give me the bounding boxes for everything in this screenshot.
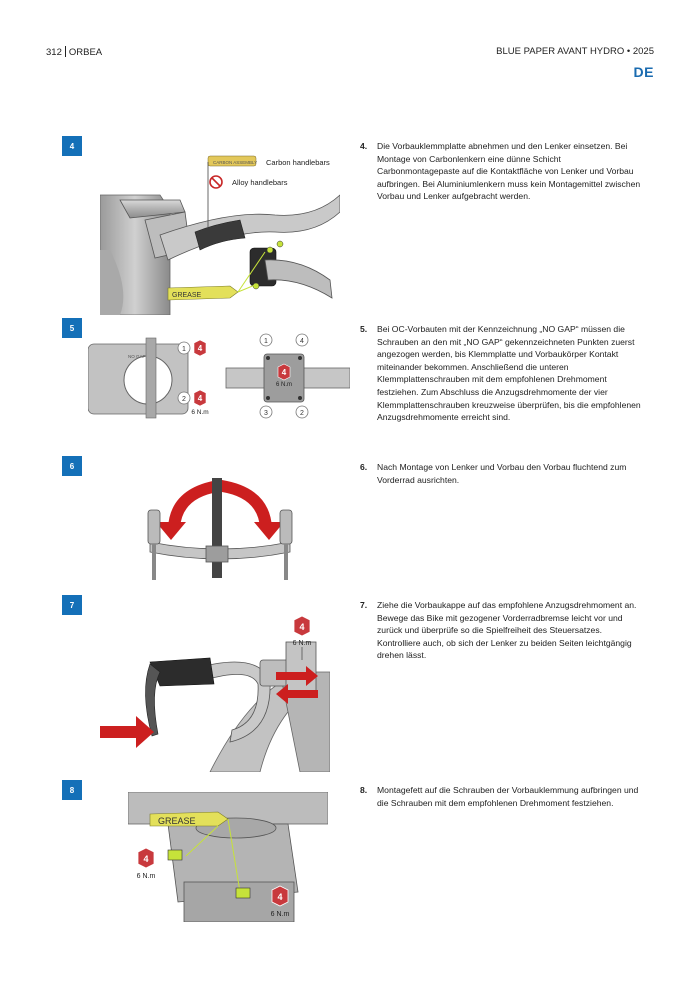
page-number: 312	[46, 47, 62, 58]
step-5-bolt-2-side: 2	[182, 396, 186, 403]
step-4-tube-label: CARBON ASSEMBLY	[213, 160, 257, 165]
step-7-text: 7. Ziehe die Vorbaukappe auf das empfohl…	[360, 599, 642, 662]
step-4-number: 4.	[360, 141, 368, 151]
step-7-badge: 7	[62, 595, 82, 615]
step-4-illustration: GREASE CARBON ASSEMBLY Carbon handlebars…	[100, 155, 340, 315]
step-5-bolt-4-front: 4	[300, 338, 304, 345]
language-code: DE	[633, 64, 654, 80]
step-8-grease-label: GREASE	[158, 816, 196, 826]
step-7-description: Ziehe die Vorbaukappe auf das empfohlene…	[377, 600, 637, 661]
step-5-bolt-2-front: 2	[300, 410, 304, 417]
step-5-text: 5. Bei OC-Vorbauten mit der Kennzeichnun…	[360, 323, 642, 424]
step-4-text: 4. Die Vorbauklemmplatte abnehmen und de…	[360, 140, 642, 203]
step-4-alloy-label: Alloy handlebars	[232, 178, 288, 187]
step-4-badge: 4	[62, 136, 82, 156]
header-divider	[64, 46, 66, 57]
step-5-torque-top: 4	[198, 344, 203, 353]
step-4-description: Die Vorbauklemmplatte abnehmen und den L…	[377, 141, 641, 202]
step-5-torque-unit-left: 6 N.m	[191, 409, 208, 416]
step-8-torque-value-left: 4	[143, 854, 148, 864]
step-7-illustration: 4 6 N.m	[100, 615, 330, 772]
step-6-number: 6.	[360, 462, 368, 472]
step-5-description: Bei OC-Vorbauten mit der Kennzeichnung „…	[377, 324, 641, 423]
page-header-left: 312 ORBEA	[46, 46, 102, 58]
step-8-illustration: GREASE 4 6 N.m 4 6 N.m	[128, 792, 328, 922]
step-8-torque-unit-right: 6 N.m	[271, 911, 290, 918]
step-4-carbon-label: Carbon handlebars	[266, 158, 330, 167]
step-5-nogap-mark: NO GAP	[128, 354, 146, 359]
step-7-torque-unit: 6 N.m	[293, 640, 312, 647]
step-5-number: 5.	[360, 324, 368, 334]
step-7-torque-value: 4	[299, 622, 304, 632]
step-4-grease-label: GREASE	[172, 292, 202, 299]
step-8-number: 8.	[360, 785, 368, 795]
step-5-bolt-3-front: 3	[264, 410, 268, 417]
step-6-description: Nach Montage von Lenker und Vorbau den V…	[377, 462, 627, 485]
step-6-illustration	[147, 478, 293, 580]
step-5-illustration: NO GAP 1 4 2 4 6 N.m 4 6 N.m 1 4 3 2	[88, 333, 350, 419]
brand-name: ORBEA	[68, 47, 103, 58]
step-6-badge: 6	[62, 456, 82, 476]
step-8-badge: 8	[62, 780, 82, 800]
step-7-number: 7.	[360, 600, 368, 610]
step-5-torque-front: 4	[282, 368, 287, 377]
step-5-bolt-1-front: 1	[264, 338, 268, 345]
step-8-description: Montagefett auf die Schrauben der Vorbau…	[377, 785, 639, 808]
step-5-badge: 5	[62, 318, 82, 338]
step-8-torque-value-right: 4	[277, 892, 282, 902]
step-5-torque-bottom: 4	[198, 394, 203, 403]
step-8-torque-unit-left: 6 N.m	[137, 873, 156, 880]
document-title: BLUE PAPER AVANT HYDRO • 2025	[496, 46, 654, 57]
step-5-bolt-1-side: 1	[182, 346, 186, 353]
step-6-text: 6. Nach Montage von Lenker und Vorbau de…	[360, 461, 642, 486]
step-8-text: 8. Montagefett auf die Schrauben der Vor…	[360, 784, 642, 809]
step-5-torque-unit-right: 6 N.m	[276, 382, 292, 388]
